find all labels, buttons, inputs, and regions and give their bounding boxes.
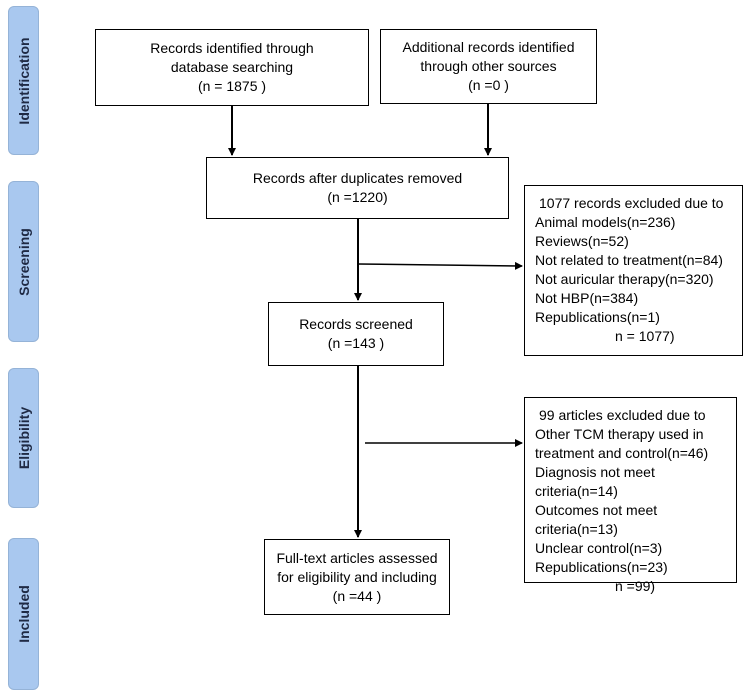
duplicates-removed-count: (n =1220) xyxy=(327,189,388,205)
excluded-articles-item: criteria(n=14) xyxy=(535,483,618,499)
duplicates-removed-line1: Records after duplicates removed xyxy=(252,170,463,186)
excluded-records-heading: 1077 records excluded due to xyxy=(539,195,724,211)
fulltext-assessed-count: (n =44 ) xyxy=(332,587,382,604)
excluded-articles-total: n =99) xyxy=(615,578,656,594)
additional-records-box: Additional records identified through ot… xyxy=(380,29,597,104)
excluded-records-total: n = 1077) xyxy=(615,328,675,344)
excluded-articles-item: criteria(n=13) xyxy=(535,521,618,537)
excluded-records-item: Not auricular therapy(n=320) xyxy=(535,271,714,287)
excluded-articles-item: Republications(n=23) xyxy=(535,559,668,575)
database-records-box: Records identified through database sear… xyxy=(95,29,369,106)
phase-identification: Identification xyxy=(8,6,39,155)
database-records-line2: database searching xyxy=(170,59,294,75)
phase-screening: Screening xyxy=(8,181,39,342)
arrow-to-excluded-records xyxy=(357,261,523,270)
excluded-records-item: Animal models(n=236) xyxy=(535,214,676,230)
fulltext-assessed-line2: for eligibility and including xyxy=(277,568,437,585)
additional-records-line1: Additional records identified xyxy=(402,39,575,55)
records-screened-box: Records screened (n =143 ) xyxy=(268,302,444,366)
excluded-records-item: Not related to treatment(n=84) xyxy=(535,252,723,268)
duplicates-removed-box: Records after duplicates removed (n =122… xyxy=(206,157,509,219)
phase-included: Included xyxy=(8,538,39,690)
excluded-articles-item: Unclear control(n=3) xyxy=(535,540,663,556)
database-records-line1: Records identified through xyxy=(150,40,314,56)
records-screened-count: (n =143 ) xyxy=(327,335,385,351)
phase-eligibility: Eligibility xyxy=(8,368,39,508)
excluded-articles-box: 99 articles excluded due to Other TCM th… xyxy=(524,397,737,594)
records-screened-line1: Records screened xyxy=(299,316,413,332)
additional-records-line2: through other sources xyxy=(420,58,557,74)
excluded-articles-heading: 99 articles excluded due to xyxy=(539,407,706,423)
fulltext-assessed-line1: Full-text articles assessed xyxy=(276,549,438,566)
excluded-articles-item: treatment and control(n=46) xyxy=(535,445,709,461)
excluded-articles-item: Outcomes not meet xyxy=(535,502,658,518)
excluded-records-box: 1077 records excluded due to Animal mode… xyxy=(524,185,743,356)
database-records-count: (n = 1875 ) xyxy=(197,78,267,94)
excluded-articles-item: Other TCM therapy used in xyxy=(535,426,704,442)
excluded-records-item: Not HBP(n=384) xyxy=(535,290,639,306)
fulltext-assessed-box: Full-text articles assessed for eligibil… xyxy=(264,539,450,615)
additional-records-count: (n =0 ) xyxy=(468,77,509,93)
excluded-articles-item: Diagnosis not meet xyxy=(535,464,655,480)
excluded-records-item: Republications(n=1) xyxy=(535,309,660,325)
excluded-records-item: Reviews(n=52) xyxy=(535,233,629,249)
